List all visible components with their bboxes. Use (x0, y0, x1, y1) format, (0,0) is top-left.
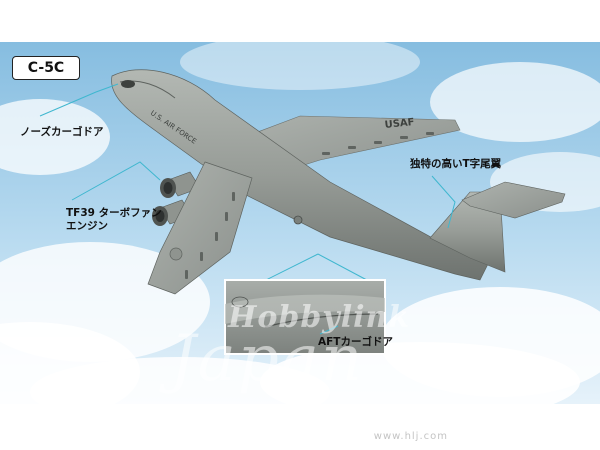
clouds (0, 42, 600, 404)
callout-t-tail: 独特の高いT字尾翼 (410, 158, 502, 170)
callout-nose-cargo-door: ノーズカーゴドア (20, 126, 104, 138)
aft-door-inset (224, 279, 386, 355)
callout-aft-cargo-door: AFTカーゴドア (318, 336, 393, 348)
callout-lines (39, 83, 456, 288)
wing-marking: USAF (384, 117, 415, 131)
callout-tf39-engine: TF39 ターボファン エンジン (66, 207, 162, 232)
right-wing-flap-tracks (322, 132, 434, 155)
engine-nacelles (152, 171, 201, 226)
scene: USAF U.S. AIR FORCE (0, 42, 600, 404)
model-label: C-5C (12, 56, 80, 80)
cockpit-window (121, 80, 135, 88)
left-wing-flap-tracks (185, 192, 235, 279)
left-wing (147, 161, 253, 295)
horizontal-stabilizer (461, 181, 566, 219)
footer-url: www.hlj.com (373, 431, 448, 442)
roundel-icon (293, 215, 303, 225)
scene-illustration: USAF U.S. AIR FORCE (0, 42, 600, 404)
wing-roundel-icon (169, 247, 183, 261)
